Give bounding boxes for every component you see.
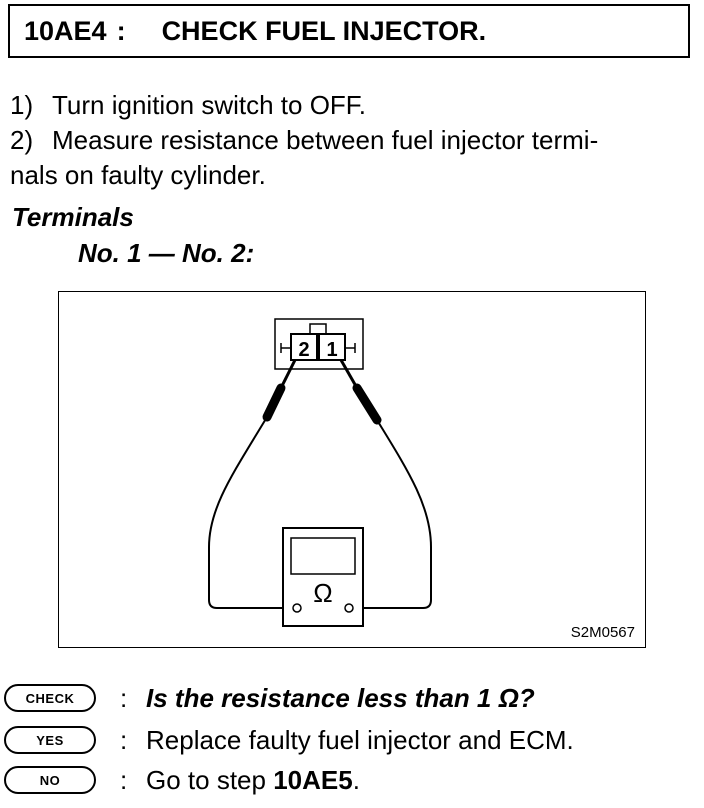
no-badge: NO — [4, 766, 96, 794]
step-item-1: 1) Turn ignition switch to OFF. — [10, 88, 694, 123]
no-action-prefix: Go to step — [146, 764, 274, 795]
step-item-2-continuation: nals on faulty cylinder. — [10, 158, 694, 193]
step-header-box: 10AE4 : CHECK FUEL INJECTOR. — [8, 4, 690, 58]
step-text: Measure resistance between fuel injector… — [52, 125, 599, 155]
step-title: CHECK FUEL INJECTOR. — [161, 15, 487, 46]
figure-code: S2M0567 — [570, 624, 635, 641]
step-text: Turn ignition switch to OFF. — [52, 90, 367, 120]
no-action: Go to step 10AE5. — [146, 765, 360, 796]
header-separator: : — [116, 15, 126, 46]
step-item-2: 2) Measure resistance between fuel injec… — [10, 123, 694, 158]
yes-row: YES : Replace faulty fuel injector and E… — [4, 721, 694, 759]
yes-badge: YES — [4, 726, 96, 754]
ohmmeter: Ω — [282, 527, 364, 627]
next-step-ref: 10AE5 — [273, 764, 353, 795]
check-row: CHECK : Is the resistance less than 1 Ω? — [4, 679, 694, 717]
check-badge: CHECK — [4, 684, 96, 712]
step-code: 10AE4 — [24, 15, 107, 46]
probe-lead-right — [339, 359, 432, 609]
check-colon: : — [120, 682, 128, 713]
yes-action: Replace faulty fuel injector and ECM. — [146, 724, 574, 755]
ohm-symbol: Ω — [313, 578, 332, 608]
step-text-continuation: nals on faulty cylinder. — [10, 160, 266, 190]
procedure-steps: 1) Turn ignition switch to OFF. 2) Measu… — [10, 88, 694, 193]
no-row: NO : Go to step 10AE5. — [4, 761, 694, 799]
step-number: 1) — [10, 90, 34, 120]
probe-lead-left — [208, 359, 297, 609]
connector-pin-1: 1 — [326, 339, 337, 361]
yes-colon: : — [120, 724, 128, 755]
check-question: Is the resistance less than 1 Ω? — [146, 682, 535, 713]
wiring-illustration: 2 1 Ω — [208, 318, 432, 627]
injector-connector: 2 1 — [274, 318, 364, 370]
terminals-heading: Terminals — [12, 202, 134, 232]
measurement-diagram: 2 1 Ω S2M0567 — [58, 291, 646, 648]
step-number: 2) — [10, 125, 34, 155]
no-colon: : — [120, 764, 128, 795]
terminals-pair: No. 1 — No. 2: — [78, 238, 255, 268]
connector-pin-2: 2 — [298, 339, 309, 361]
no-action-suffix: . — [352, 764, 360, 795]
